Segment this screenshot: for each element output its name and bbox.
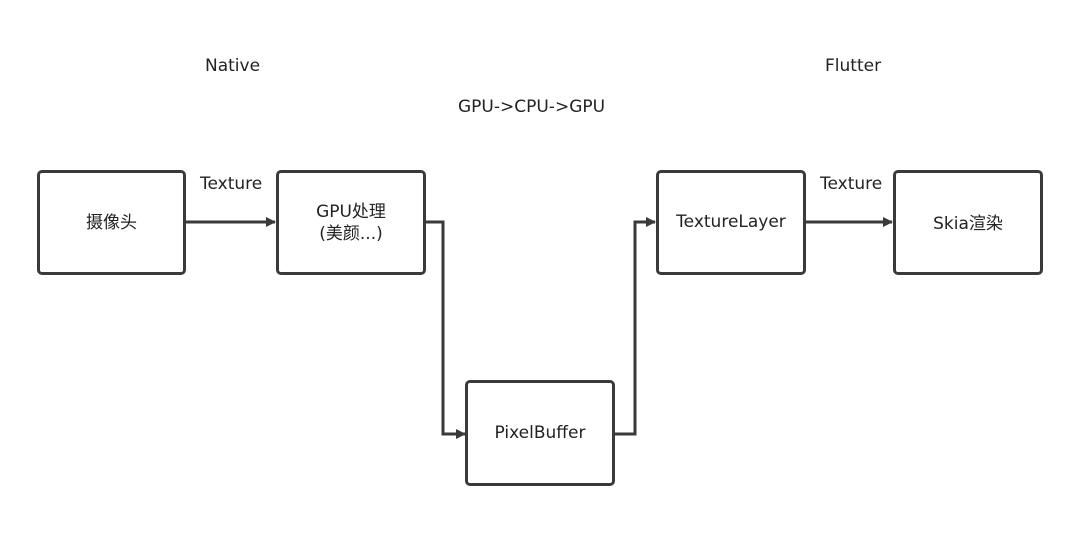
node-skia-render: Skia渲染 [893, 170, 1043, 275]
arrow-pixelbuffer-to-texturelayer [614, 217, 656, 436]
node-camera-label: 摄像头 [86, 212, 137, 233]
node-camera: 摄像头 [37, 170, 186, 275]
node-skia-render-label: Skia渲染 [933, 214, 1003, 234]
edge-label-texture-right: Texture [820, 174, 883, 194]
node-gpu-process-sublabel: (美颜...) [319, 223, 383, 244]
flutter-header: Flutter [825, 56, 882, 76]
node-pixel-buffer: PixelBuffer [465, 380, 615, 486]
arrow-gpu-to-pixelbuffer [425, 220, 466, 439]
node-texture-layer: TextureLayer [656, 170, 806, 275]
node-pixel-buffer-label: PixelBuffer [494, 423, 586, 443]
edge-label-texture-left: Texture [200, 174, 263, 194]
node-gpu-process: GPU处理 (美颜...) [276, 170, 426, 275]
native-header: Native [205, 56, 261, 76]
node-gpu-process-label: GPU处理 [316, 201, 386, 222]
node-texture-layer-label: TextureLayer [676, 212, 786, 232]
pipeline-header: GPU->CPU->GPU [458, 97, 606, 117]
